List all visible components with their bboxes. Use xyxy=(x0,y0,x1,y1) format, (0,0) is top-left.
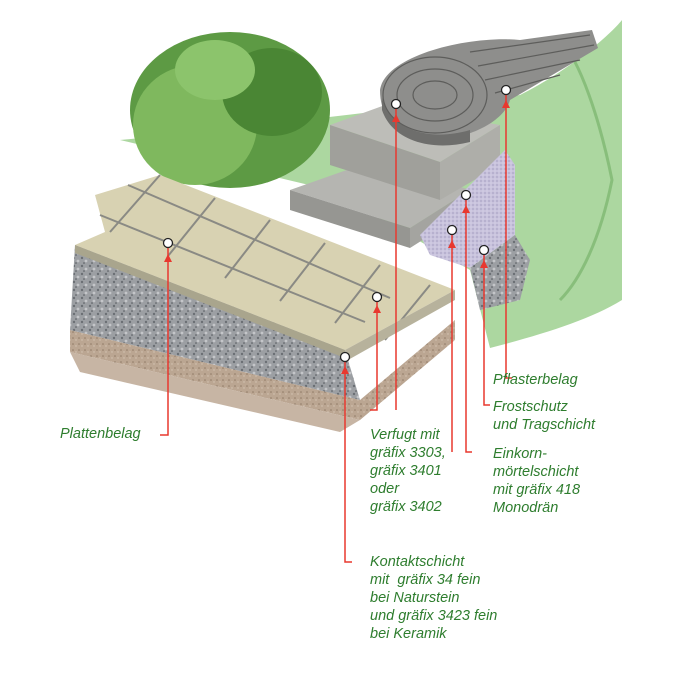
callout-point-plattenbelag xyxy=(162,237,174,249)
backfill-layer xyxy=(470,235,530,310)
cobble-paving xyxy=(380,30,598,146)
callout-point-frostschutz xyxy=(478,244,490,256)
callout-point-pflaster xyxy=(500,84,512,96)
label-verfugt: Verfugt mit gräfix 3303, gräfix 3401 ode… xyxy=(370,427,446,515)
callout-line-pflaster xyxy=(505,90,512,379)
gravel-layer xyxy=(70,245,360,400)
callout-point-verfugt-2 xyxy=(390,98,402,110)
callout-point-einkorn-2 xyxy=(446,224,458,236)
callout-point-verfugt xyxy=(371,291,383,303)
callout-line-verfugt xyxy=(370,297,378,411)
callout-point-kontakt xyxy=(339,351,351,363)
callout-point-einkorn xyxy=(460,189,472,201)
callout-line-frostschutz xyxy=(483,250,490,406)
label-plattenbelag: Plattenbelag xyxy=(60,426,141,442)
label-pflasterbelag: Pflasterbelag xyxy=(493,372,578,388)
terrace-surface xyxy=(75,175,455,350)
callout-line-kontakt xyxy=(344,357,352,563)
callout-line-einkorn xyxy=(465,195,472,453)
label-einkorn: Einkorn- mörtelschicht mit gräfix 418 Mo… xyxy=(493,446,581,516)
label-frostschutz: Frostschutz und Tragschicht xyxy=(493,399,596,433)
soil-base xyxy=(70,320,455,420)
label-kontaktschicht: Kontaktschicht mit gräfix 34 fein bei Na… xyxy=(370,554,498,642)
shrub xyxy=(130,32,330,188)
callout-line-plattenbelag xyxy=(160,243,169,436)
